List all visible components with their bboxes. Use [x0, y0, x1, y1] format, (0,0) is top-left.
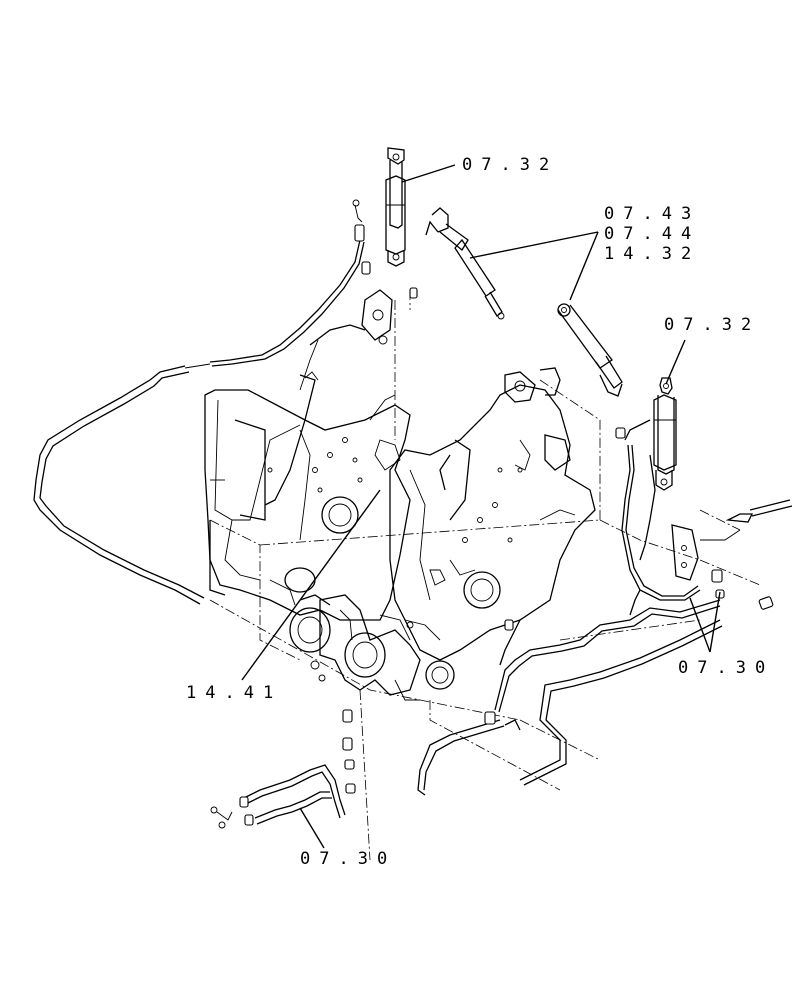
cylinder-center: [385, 147, 418, 299]
callout-group-a-2: 07.44: [604, 224, 700, 244]
cylinder-diagonal-upper: [425, 207, 505, 320]
tube-left: [33, 365, 205, 605]
right-frame-plate: [389, 367, 596, 661]
assembly-lines: [209, 290, 761, 861]
callout-group-a-1: 07.43: [604, 204, 700, 224]
left-frame-plate: [204, 289, 411, 621]
callout-fittings-right: 07.30: [678, 658, 774, 678]
callout-frame: 14.41: [186, 683, 282, 703]
cylinder-diagonal-lower: [557, 303, 623, 397]
callout-cylinder-top: 07.32: [462, 155, 558, 175]
leader-lines: [241, 164, 721, 849]
valve-block: [269, 579, 455, 701]
callout-labels: 07.32 07.43 07.44 14.32 07.32 07.30 14.4…: [186, 155, 774, 869]
callout-cylinder-right: 07.32: [664, 315, 760, 335]
cylinder-right: [615, 377, 677, 491]
tube-lower: [417, 711, 521, 796]
tube-right: [494, 589, 723, 786]
hose-top-left: [184, 199, 371, 369]
hose-right: [621, 444, 793, 610]
tube-bottom-left: [210, 709, 356, 829]
callout-group-a-3: 14.32: [604, 244, 700, 264]
callout-tubes-bottom: 07.30: [300, 849, 396, 869]
